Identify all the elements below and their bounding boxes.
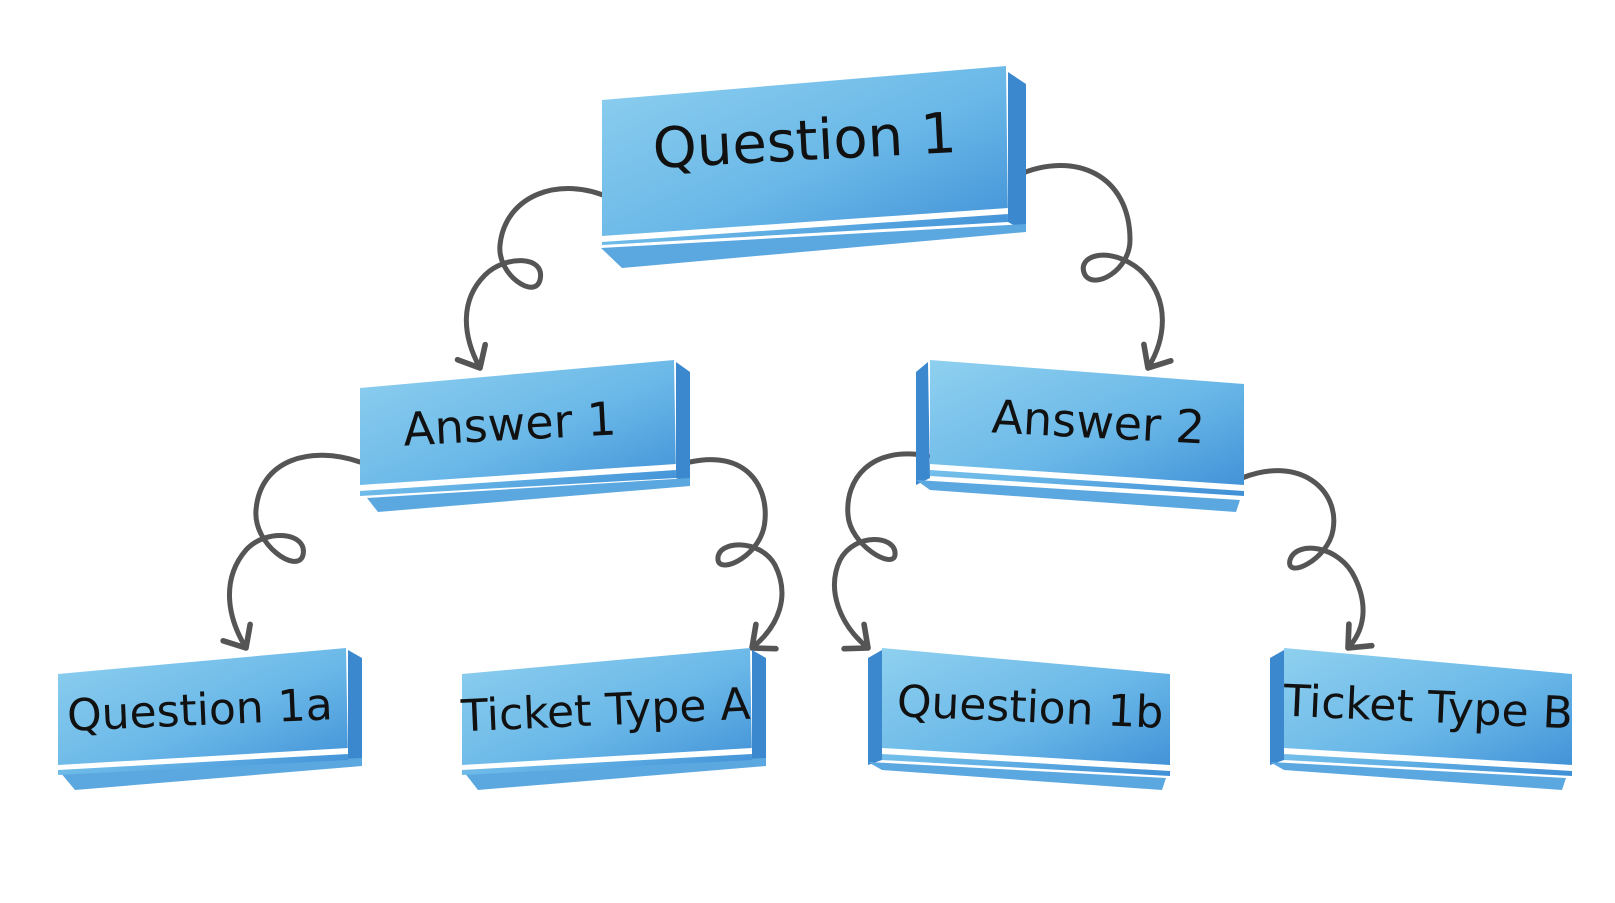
arrow-answer1-to-tickettypea [690, 460, 782, 648]
arrow-answer1-to-question1a [229, 455, 360, 648]
arrow-answer2-to-tickettypeb [1242, 471, 1363, 648]
node-answer-1: Answer 1 [360, 360, 690, 512]
arrow-question1-to-answer2 [1018, 165, 1162, 368]
node-question-1a: Question 1a [58, 648, 362, 790]
arrow-question1-to-answer1 [466, 189, 610, 368]
node-ticket-type-b: Ticket Type B [1270, 648, 1574, 790]
node-question-1: Question 1 [601, 66, 1026, 268]
node-ticket-type-a: Ticket Type A [459, 648, 766, 790]
arrow-answer2-to-question1b [835, 454, 928, 648]
node-label-answer-1: Answer 1 [402, 391, 618, 456]
node-label-answer-2: Answer 2 [990, 389, 1206, 454]
node-answer-2: Answer 2 [916, 360, 1244, 512]
node-question-1b: Question 1b [868, 648, 1170, 790]
